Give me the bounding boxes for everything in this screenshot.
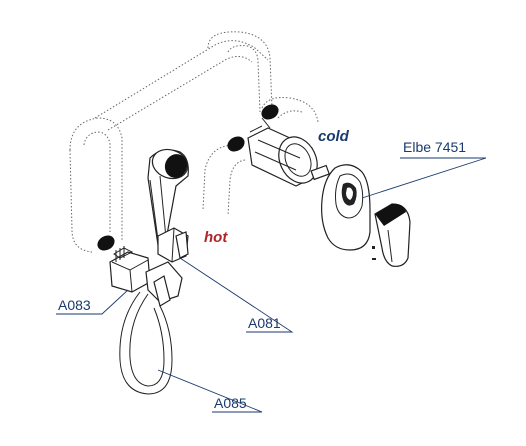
pipe-end-caps [97,104,279,251]
a085-label: A085 [214,395,247,411]
cold-label: cold [318,128,350,145]
hand-shower [147,148,189,246]
mixer-valve-body [247,117,330,187]
angle-valve [109,246,183,307]
shower-hose [119,291,173,395]
lever-handle [372,203,411,267]
hot-label: hot [204,229,228,246]
a081-label: A081 [248,315,281,331]
leader-lines [56,157,487,413]
a083-label: A083 [58,297,91,313]
cover-plate [321,164,371,251]
elbe-7451-label: Elbe 7451 [403,139,466,155]
dotted-pipes [69,31,319,253]
shower-holder [157,227,189,263]
